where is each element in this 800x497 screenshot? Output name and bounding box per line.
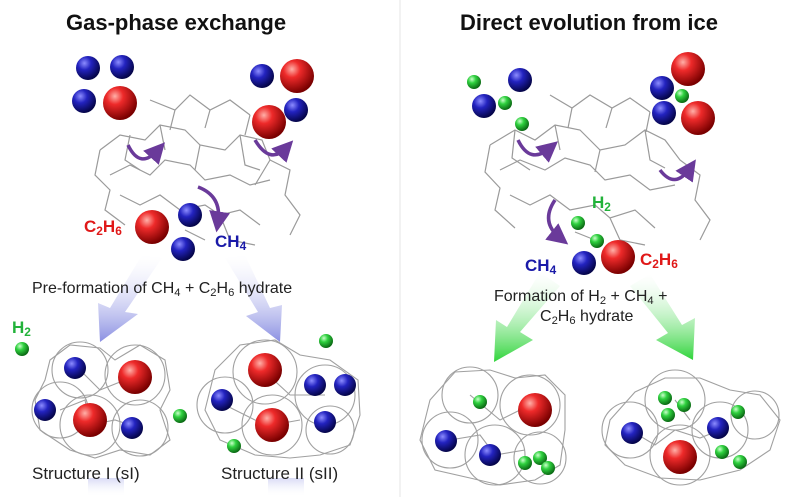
methane-molecule [72,89,96,113]
left-methane-label: CH4 [215,232,247,253]
left-ethane-label: C2H6 [84,217,122,238]
right-top-molecules [467,52,715,275]
left-hydrate-structure-i-guests [34,357,152,439]
rotation-arrow-icon [516,139,696,245]
ethane-molecule [252,105,286,139]
right-methane-label: CH4 [525,256,557,277]
right-hydrate-structure-i-guests [435,393,555,475]
methane-molecule [250,64,274,88]
right-panel-title: Direct evolution from ice [460,10,718,35]
methane-molecule [171,237,195,261]
down-arrow-icon [98,255,282,342]
ethane-molecule [280,59,314,93]
methane-molecule [76,56,100,80]
hydrogen-molecule [227,439,241,453]
left-panel-title: Gas-phase exchange [66,10,287,35]
right-caption-line2: C2H6 hydrate [540,308,634,327]
methane-molecule [284,98,308,122]
hydrogen-molecule [15,342,29,356]
right-hydrate-structure-i [419,366,567,486]
left-top-molecules [72,55,314,261]
right-hydrate-structure-ii-guests [621,391,747,474]
left-hydrogen-label: H2 [12,318,31,339]
right-hydrogen-label: H2 [592,193,611,214]
hydrogen-molecule [319,334,333,348]
down-arrow-icon [494,272,695,362]
left-hydrate-structure-i [31,341,171,459]
methane-molecule [178,203,202,227]
rotation-arrow-icon [126,139,294,233]
methane-molecule [110,55,134,79]
left-caption: Pre-formation of CH4 + C2H6 hydrate [32,280,293,299]
structure-i-label: Structure I (sI) [32,464,140,483]
ethane-molecule [135,210,169,244]
structure-ii-label: Structure II (sII) [221,464,339,483]
ethane-molecule [103,86,137,120]
left-hydrate-structure-ii-guests [211,353,356,442]
hydrogen-molecule [173,409,187,423]
faint-arrow [268,478,304,497]
right-ethane-label: C2H6 [640,250,678,271]
right-ice-framework [484,94,711,246]
faint-arrow [88,478,124,497]
right-caption-line1: Formation of H2 + CH4 + [494,288,668,307]
left-ice-framework [94,94,301,246]
